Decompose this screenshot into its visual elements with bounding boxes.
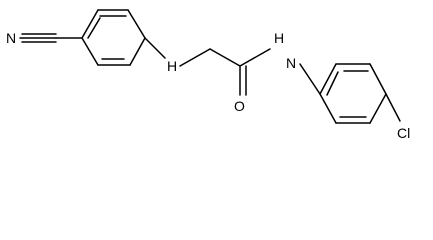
bond bbox=[209, 48, 241, 67]
chemical-structure: N H O H N Cl bbox=[6, 9, 410, 141]
amide-h-label: H bbox=[274, 30, 284, 46]
bond bbox=[319, 63, 337, 95]
bond bbox=[319, 93, 337, 124]
bond bbox=[239, 48, 271, 67]
nitrile-nitrogen-label: N bbox=[6, 30, 16, 46]
chlorine-label: Cl bbox=[397, 125, 410, 141]
bond bbox=[179, 48, 211, 67]
carbonyl-oxygen-label: O bbox=[234, 98, 245, 114]
amide-nitrogen-label: N bbox=[286, 55, 296, 71]
inner-bond bbox=[326, 71, 339, 96]
amine-label: H bbox=[167, 58, 177, 74]
bond bbox=[129, 37, 146, 66]
bond bbox=[369, 63, 387, 95]
nitrile-group: N bbox=[6, 30, 83, 46]
bond bbox=[81, 9, 99, 39]
chlorophenyl-ring bbox=[319, 63, 387, 124]
inner-bond bbox=[87, 17, 101, 39]
linker-chain: H O H N bbox=[144, 30, 321, 114]
bond bbox=[127, 9, 146, 39]
cyanophenyl-ring bbox=[81, 9, 146, 66]
bond bbox=[299, 63, 321, 95]
bond bbox=[81, 37, 99, 66]
bond bbox=[144, 37, 166, 59]
chlorine-group: Cl bbox=[385, 93, 410, 141]
bond bbox=[385, 93, 401, 122]
bond bbox=[369, 93, 387, 124]
